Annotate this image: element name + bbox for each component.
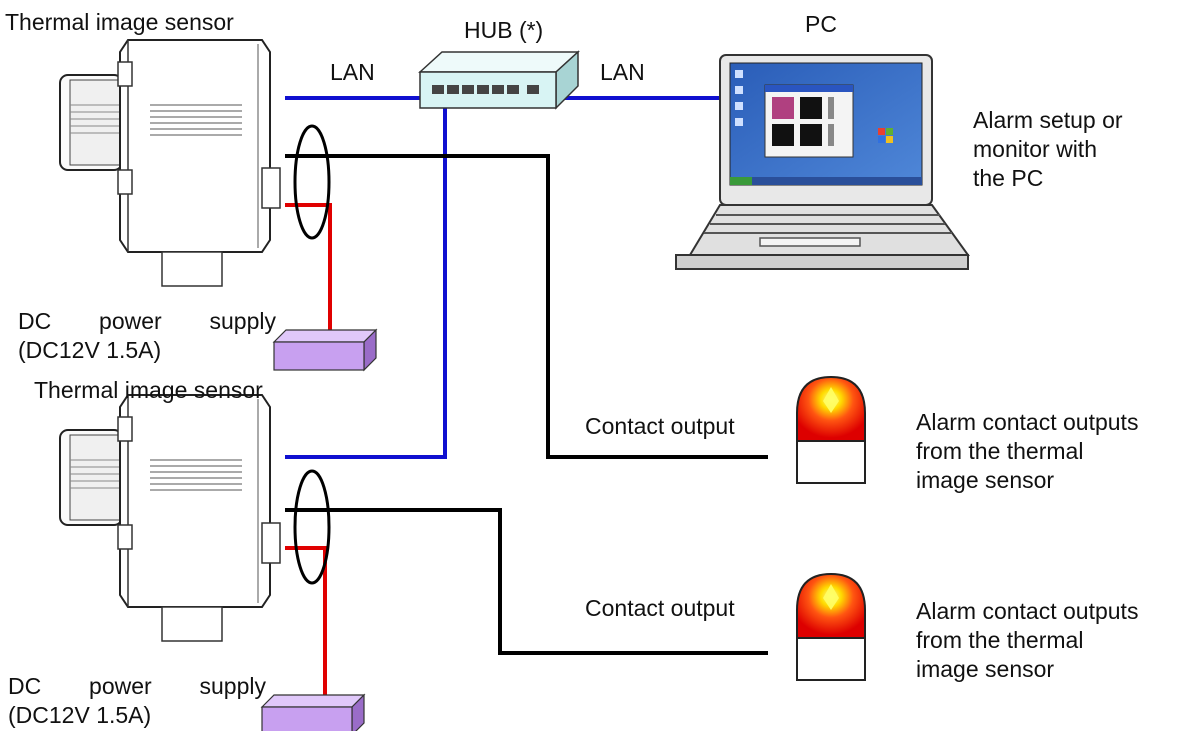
- alarm-pc-line-3: the PC: [973, 164, 1044, 191]
- psu-bottom-line-2: (DC12V 1.5A): [8, 701, 152, 728]
- psu-top-word-2: power: [99, 308, 162, 334]
- psu-top-word-1: DC: [18, 308, 52, 334]
- power-cables: [285, 203, 332, 705]
- psu-top-word-3: supply: [209, 308, 276, 334]
- thermal-sensor-bottom-icon: [59, 394, 281, 642]
- alarm-pc-note: Alarm setup or monitor with the PC: [973, 106, 1123, 192]
- hub-label: HUB (*): [464, 17, 544, 43]
- psu-top-icon: [273, 329, 377, 371]
- sensor-top-label: Thermal image sensor: [5, 9, 234, 35]
- lan-left-label: LAN: [330, 59, 375, 85]
- alarm-top-note: Alarm contact outputs from the thermal i…: [916, 408, 1138, 494]
- psu-bottom-icon: [261, 694, 365, 731]
- psu-bottom-label: DC power supply (DC12V 1.5A): [8, 672, 266, 730]
- psu-bottom-word-2: power: [89, 673, 152, 699]
- alarm-top-line-1: Alarm contact outputs: [916, 409, 1139, 435]
- thermal-sensor-top-icon: [59, 39, 281, 287]
- psu-bottom-line-1: DC power supply: [8, 672, 266, 701]
- alarm-top-line-2: from the thermal: [916, 437, 1084, 464]
- sensor-bottom-label: Thermal image sensor: [34, 377, 263, 403]
- contact-bottom-label: Contact output: [585, 595, 735, 621]
- laptop-pc-icon: [675, 54, 970, 270]
- contact-cables: [285, 154, 768, 655]
- alarm-bottom-line-3: image sensor: [916, 655, 1055, 682]
- alarm-pc-line-2: monitor with: [973, 135, 1097, 162]
- alarm-lamp-top-icon: [796, 376, 866, 484]
- alarm-lamp-bottom-icon: [796, 573, 866, 681]
- psu-top-label: DC power supply (DC12V 1.5A): [18, 307, 276, 365]
- hub-icon: [418, 50, 580, 110]
- psu-top-line-2: (DC12V 1.5A): [18, 336, 162, 363]
- alarm-top-line-3: image sensor: [916, 466, 1055, 493]
- psu-bottom-word-3: supply: [199, 673, 266, 699]
- lan-cables: [285, 96, 722, 459]
- contact-top-label: Contact output: [585, 413, 735, 439]
- psu-bottom-word-1: DC: [8, 673, 42, 699]
- pc-label: PC: [805, 11, 837, 37]
- alarm-bottom-line-2: from the thermal: [916, 626, 1084, 653]
- ferrite-core-top: [293, 124, 331, 240]
- alarm-bottom-line-1: Alarm contact outputs: [916, 598, 1139, 624]
- alarm-pc-line-1: Alarm setup or: [973, 107, 1123, 133]
- psu-top-line-1: DC power supply: [18, 307, 276, 336]
- ferrite-core-bottom: [293, 469, 331, 585]
- alarm-bottom-note: Alarm contact outputs from the thermal i…: [916, 597, 1138, 683]
- lan-right-label: LAN: [600, 59, 645, 85]
